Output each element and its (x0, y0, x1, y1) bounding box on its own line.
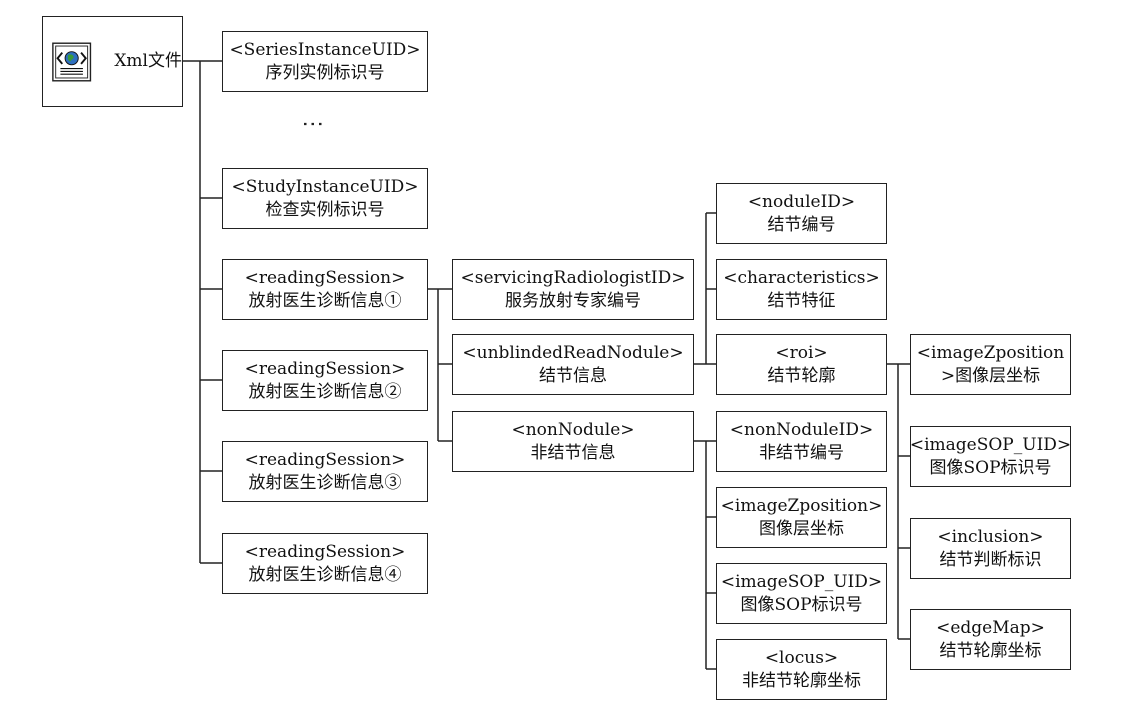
node-tag: <roi> (775, 342, 828, 363)
node-reading-session-1: <readingSession> 放射医生诊断信息① (222, 259, 428, 320)
node-tag: <imageSOP_UID> (909, 434, 1072, 455)
node-description: 放射医生诊断信息① (248, 290, 402, 311)
node-tag: <StudyInstanceUID> (231, 176, 419, 197)
node-tag: <readingSession> (244, 267, 406, 288)
node-description: 放射医生诊断信息③ (248, 472, 402, 493)
xml-document-icon (52, 42, 92, 81)
node-description: 序列实例标识号 (265, 62, 385, 83)
node-reading-session-4: <readingSession> 放射医生诊断信息④ (222, 533, 428, 594)
node-tag: <servicingRadiologistID> (460, 267, 686, 288)
node-tag: <imageZposition (916, 342, 1065, 363)
node-non-nodule-id: <nonNoduleID> 非结节编号 (716, 411, 887, 472)
node-series-instance-uid: <SeriesInstanceUID> 序列实例标识号 (222, 31, 428, 92)
node-tag: <readingSession> (244, 541, 406, 562)
node-tag: <readingSession> (244, 358, 406, 379)
node-characteristics: <characteristics> 结节特征 (716, 259, 887, 320)
node-reading-session-3: <readingSession> 放射医生诊断信息③ (222, 441, 428, 502)
node-tag: <readingSession> (244, 449, 406, 470)
node-tag: <inclusion> (937, 526, 1044, 547)
node-study-instance-uid: <StudyInstanceUID> 检查实例标识号 (222, 168, 428, 229)
node-roi-image-sop-uid: <imageSOP_UID> 图像SOP标识号 (910, 426, 1071, 487)
node-tag: <nonNoduleID> (729, 419, 874, 440)
node-tag: <edgeMap> (936, 617, 1045, 638)
node-description: 图像层坐标 (759, 518, 844, 539)
root-label: Xml文件 (114, 51, 182, 71)
node-tag: <noduleID> (747, 191, 856, 212)
node-nn-image-z-position: <imageZposition> 图像层坐标 (716, 487, 887, 548)
node-description: 非结节编号 (759, 442, 844, 463)
node-description: 非结节轮廓坐标 (742, 670, 861, 691)
node-inclusion: <inclusion> 结节判断标识 (910, 518, 1071, 579)
omitted-nodes-ellipsis: ⋮ (300, 113, 325, 137)
node-nn-image-sop-uid: <imageSOP_UID> 图像SOP标识号 (716, 563, 887, 624)
node-roi: <roi> 结节轮廓 (716, 334, 887, 395)
node-edge-map: <edgeMap> 结节轮廓坐标 (910, 609, 1071, 670)
node-roi-image-z-position: <imageZposition >图像层坐标 (910, 334, 1071, 395)
node-tag: <characteristics> (723, 267, 880, 288)
node-tag: <imageZposition> (720, 495, 883, 516)
node-description: 结节特征 (767, 290, 836, 311)
node-description: 放射医生诊断信息④ (248, 564, 402, 585)
node-description: >图像层坐标 (940, 365, 1041, 386)
node-nodule-id: <noduleID> 结节编号 (716, 183, 887, 244)
root-node-xml-file: Xml文件 (42, 16, 183, 107)
node-non-nodule: <nonNodule> 非结节信息 (452, 411, 694, 472)
node-description: 结节轮廓 (767, 365, 836, 386)
node-description: 结节判断标识 (939, 549, 1042, 570)
node-description: 检查实例标识号 (265, 199, 385, 220)
node-description: 服务放射专家编号 (505, 290, 641, 311)
node-tag: <locus> (764, 647, 839, 668)
node-unblinded-read-nodule: <unblindedReadNodule> 结节信息 (452, 334, 694, 395)
node-description: 结节轮廓坐标 (939, 640, 1042, 661)
node-servicing-radiologist-id: <servicingRadiologistID> 服务放射专家编号 (452, 259, 694, 320)
node-tag: <SeriesInstanceUID> (229, 39, 421, 60)
node-reading-session-2: <readingSession> 放射医生诊断信息② (222, 350, 428, 411)
node-description: 图像SOP标识号 (740, 594, 863, 615)
node-description: 图像SOP标识号 (929, 457, 1052, 478)
node-description: 结节信息 (539, 365, 607, 386)
node-description: 结节编号 (767, 214, 836, 235)
node-description: 放射医生诊断信息② (248, 381, 402, 402)
node-description: 非结节信息 (530, 442, 616, 463)
node-tag: <imageSOP_UID> (720, 571, 883, 592)
node-locus: <locus> 非结节轮廓坐标 (716, 639, 887, 700)
node-tag: <unblindedReadNodule> (462, 342, 684, 363)
node-tag: <nonNodule> (511, 419, 635, 440)
